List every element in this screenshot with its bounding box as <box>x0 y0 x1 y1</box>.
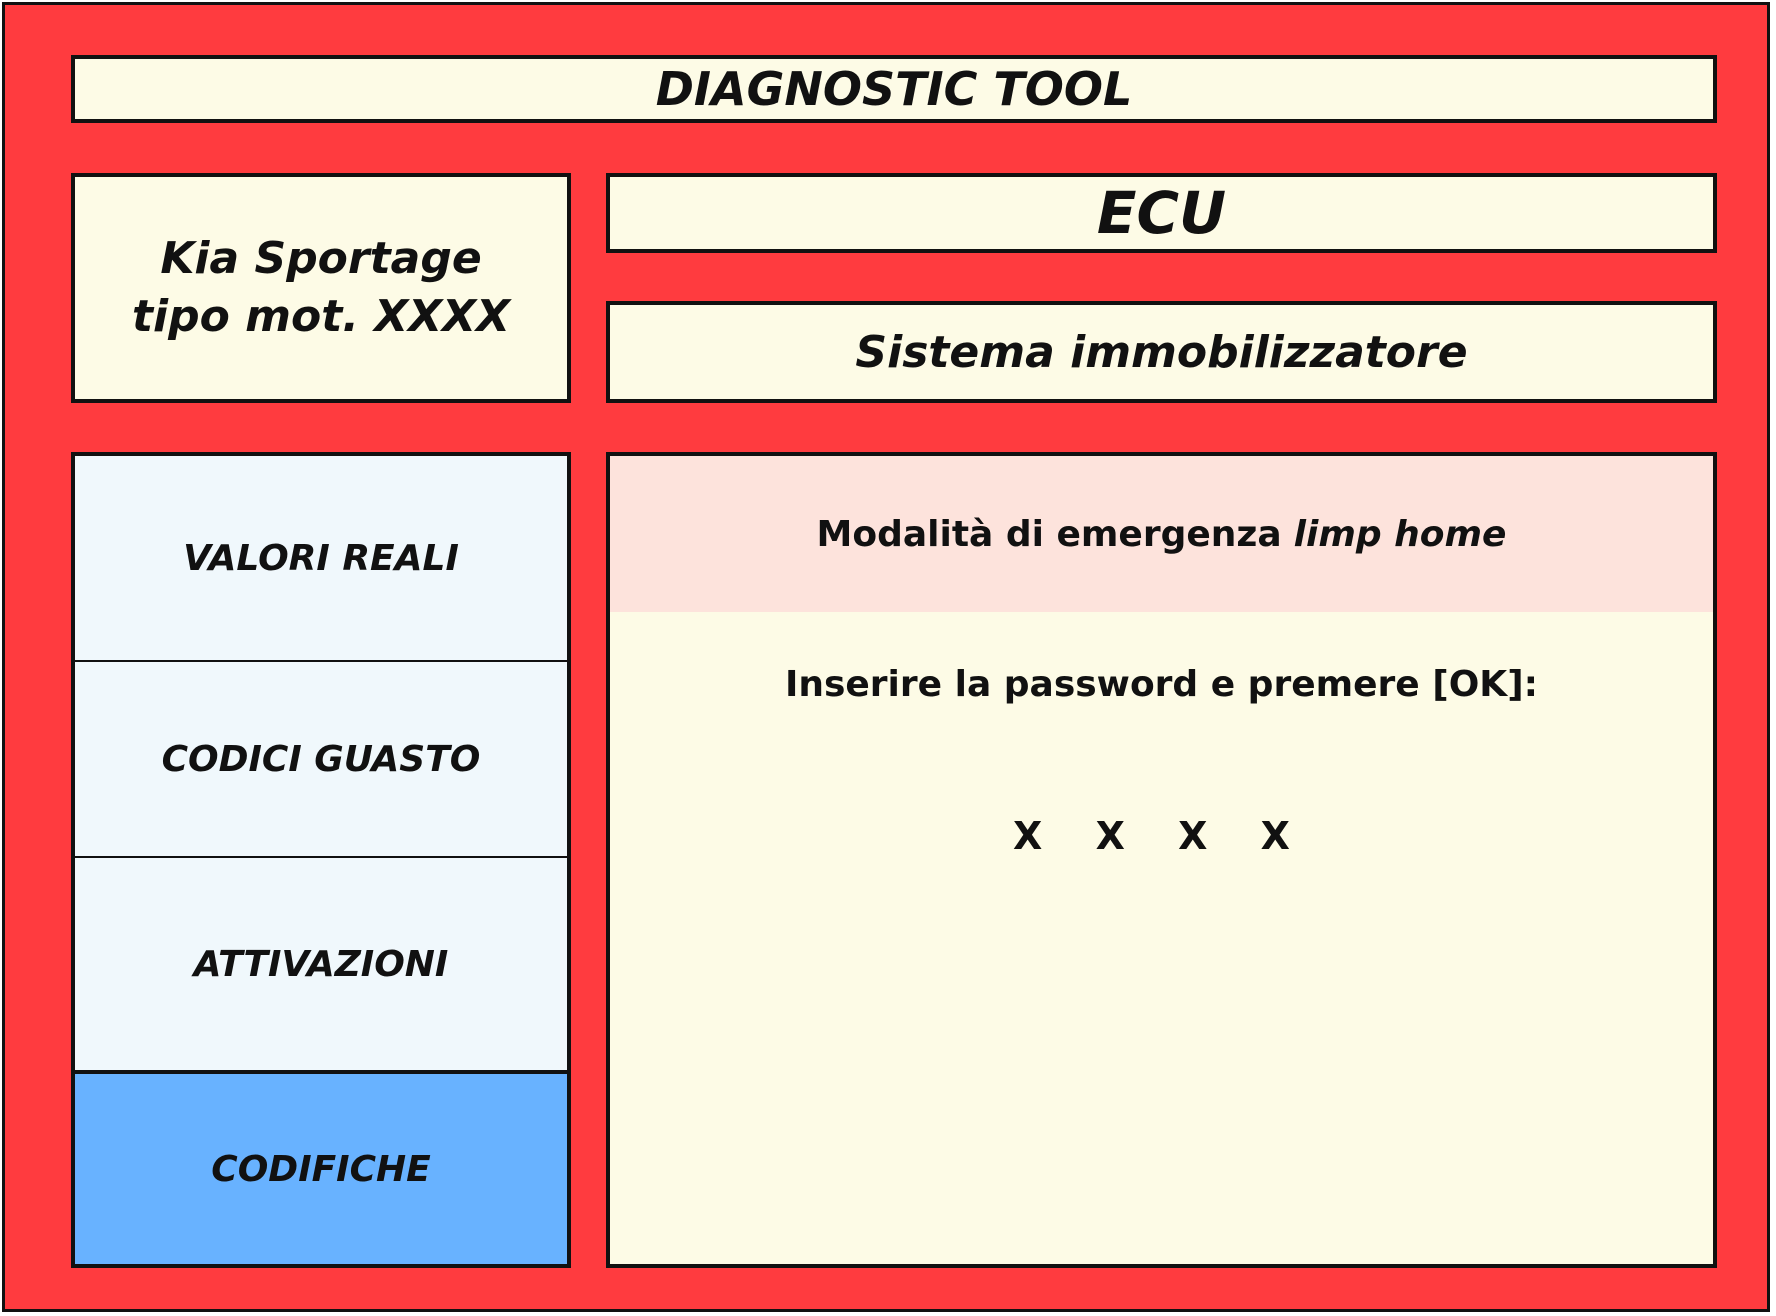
engine-type: tipo mot. XXXX <box>132 291 510 342</box>
menu-item-codifiche[interactable]: CODIFICHE <box>75 1072 567 1264</box>
menu-item-codici-guasto[interactable]: CODICI GUASTO <box>75 662 567 858</box>
vehicle-model: Kia Sportage <box>160 233 482 284</box>
menu-item-valori-reali[interactable]: VALORI REALI <box>75 456 567 662</box>
main-panel: Modalità di emergenza limp home Inserire… <box>606 452 1717 1268</box>
menu-item-attivazioni[interactable]: ATTIVAZIONI <box>75 858 567 1072</box>
ecu-label: ECU <box>606 173 1717 253</box>
mode-emphasis: limp home <box>1293 513 1507 555</box>
system-label: Sistema immobilizzatore <box>606 301 1717 403</box>
vehicle-info: Kia Sportage tipo mot. XXXX <box>71 173 571 403</box>
function-menu: VALORI REALI CODICI GUASTO ATTIVAZIONI C… <box>71 452 571 1268</box>
app-title: DIAGNOSTIC TOOL <box>71 55 1717 123</box>
password-prompt: Inserire la password e premere [OK]: <box>784 664 1539 705</box>
panel-header: Modalità di emergenza limp home <box>610 456 1713 612</box>
mode-label: Modalità di emergenza <box>816 513 1282 555</box>
password-field[interactable]: X X X X <box>1013 814 1310 858</box>
